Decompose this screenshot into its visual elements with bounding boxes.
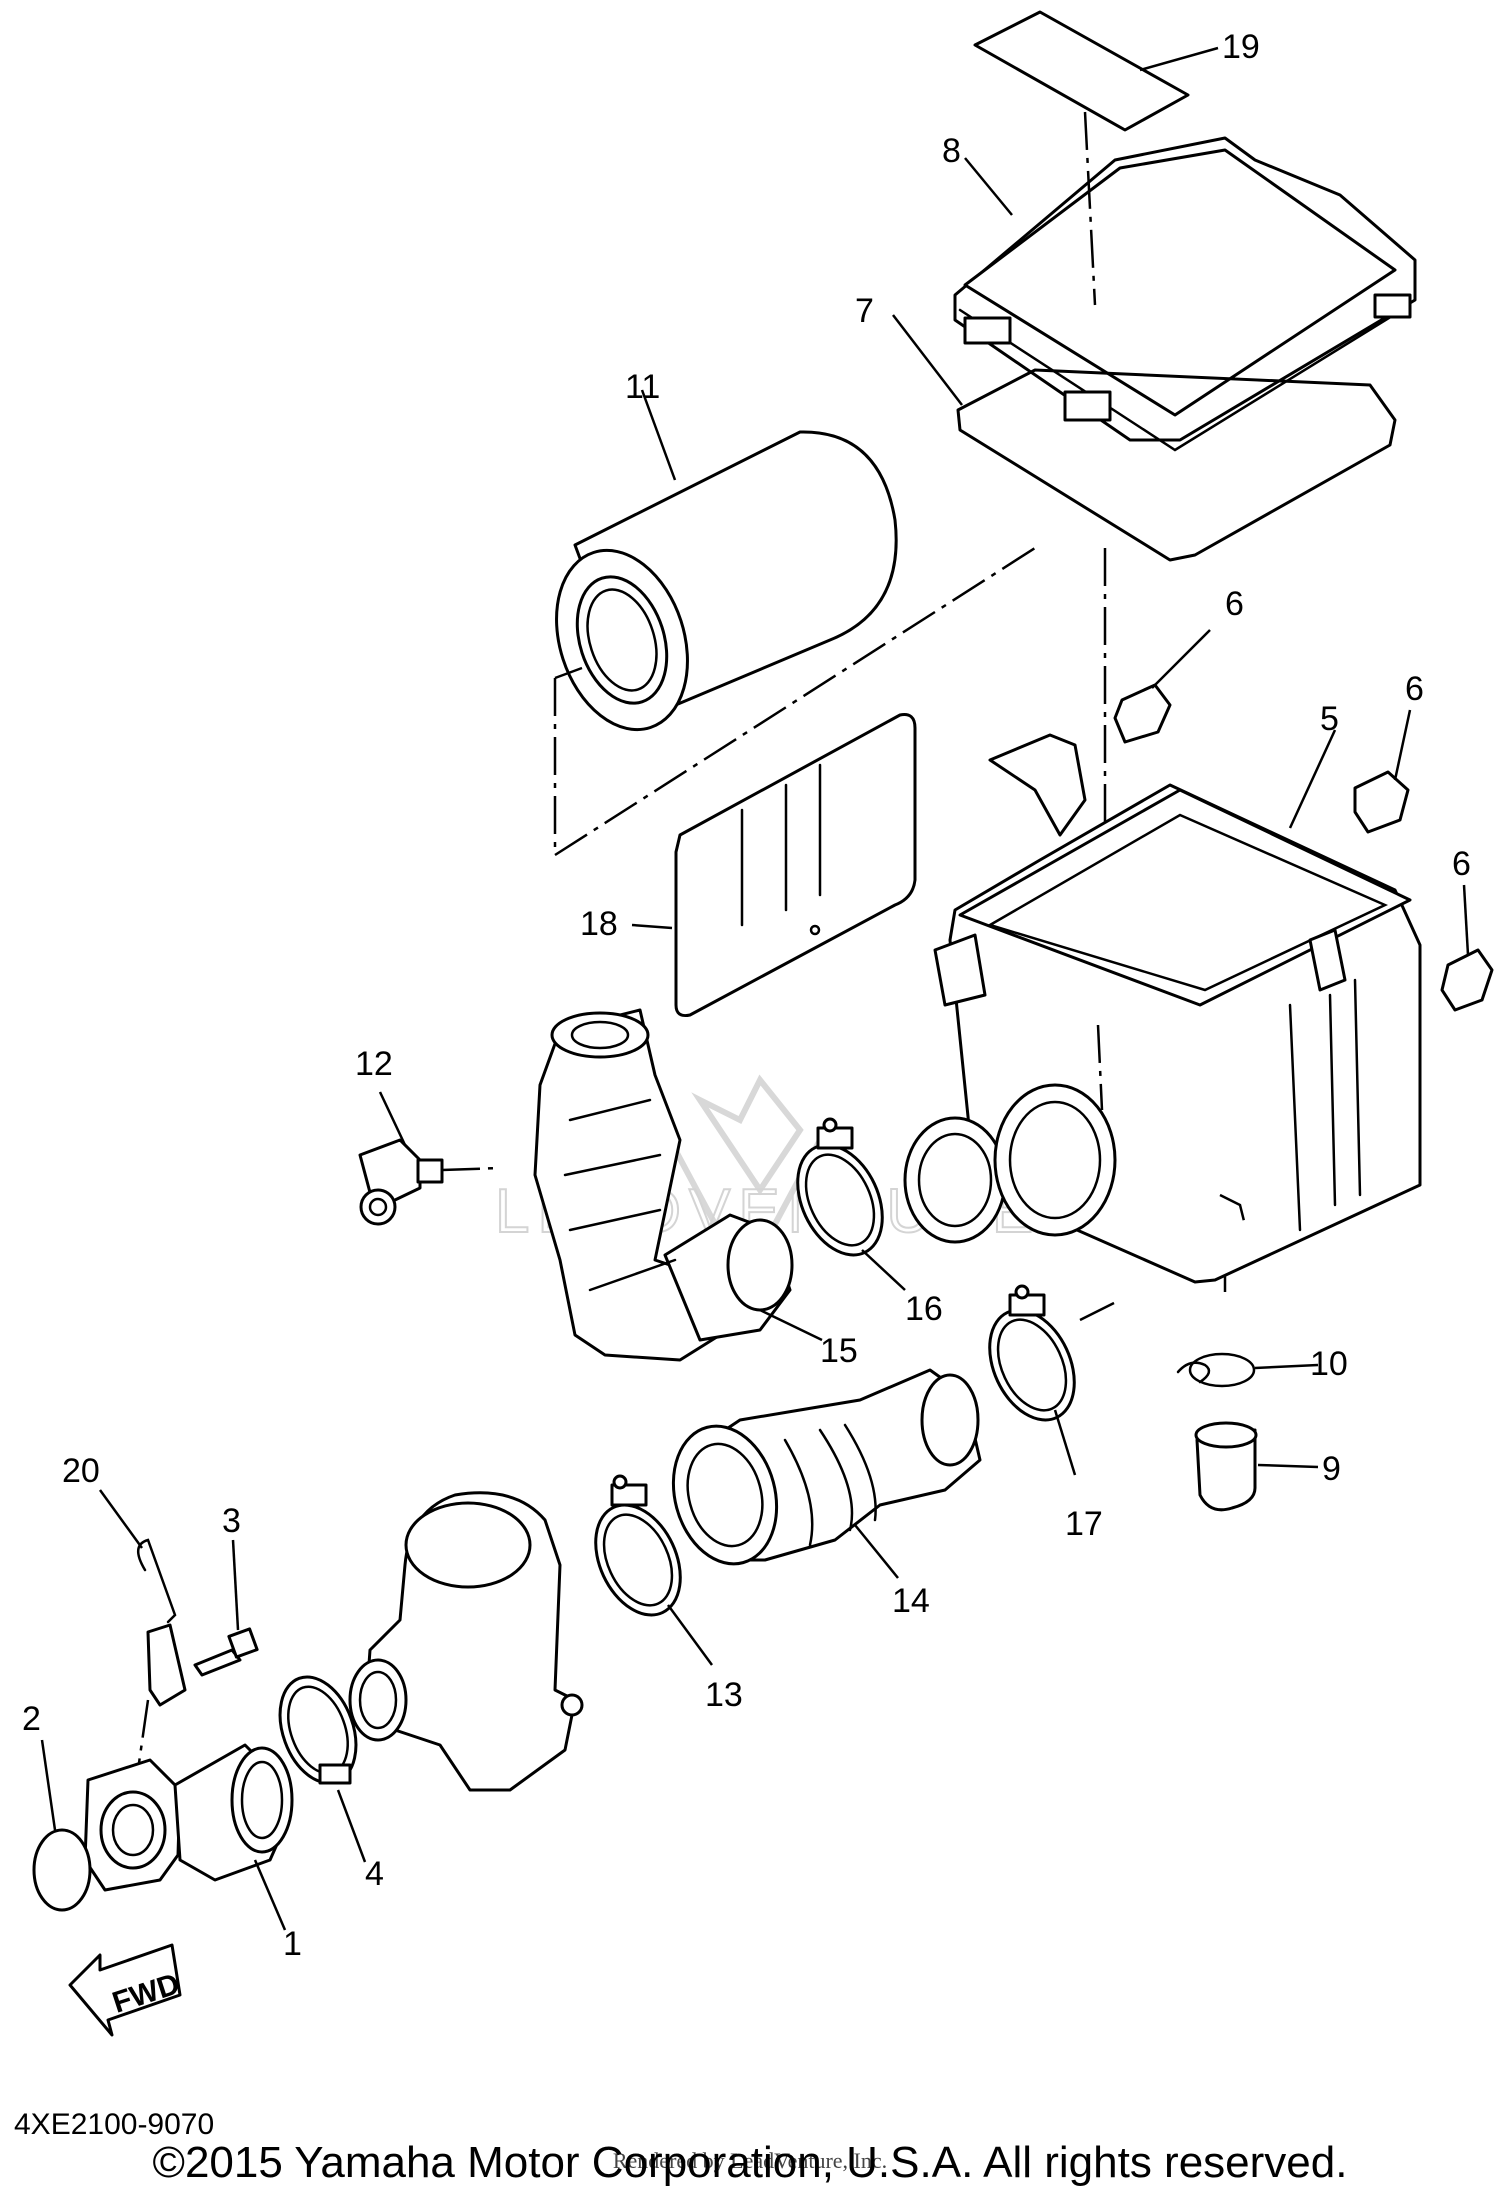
part-15-joint [533,1008,823,1362]
callout-12: 12 [355,1045,393,1083]
callout-15: 15 [820,1332,858,1370]
part-5-air-filter-case [903,729,1422,1284]
diagram-code: 4XE2100-9070 [14,2108,215,2141]
copyright-notice: ©2015 Yamaha Motor Corporation, U.S.A. A… [152,2138,1348,2187]
part-7-gasket [892,314,1397,562]
forward-direction-arrow: FWD [68,1943,184,2037]
callout-1: 1 [283,1925,302,1963]
part-6-clip-b [1353,709,1412,834]
callout-6b: 6 [1405,670,1424,708]
rendered-by-note: Rendered by LeadVenture, Inc. [612,2148,888,2173]
part-11-air-filter-element [555,389,898,732]
callout-2: 2 [22,1700,41,1738]
part-6-clip-a [1113,629,1211,744]
callout-17: 17 [1065,1505,1103,1543]
callout-14: 14 [892,1582,930,1620]
part-16-clamp [796,1117,906,1291]
part-10-clip [1176,1352,1319,1388]
callout-numbers: 1 2 3 4 5 6 6 6 7 8 9 10 11 12 13 14 15 … [22,28,1471,1963]
part-18-plate [631,713,917,1017]
carburetor [348,1491,584,1792]
callout-6a: 6 [1225,585,1244,623]
part-8-cap-case [953,111,1417,452]
callout-20: 20 [62,1452,100,1490]
part-17-clamp [988,1284,1077,1476]
callout-11: 11 [625,368,660,406]
callout-3: 3 [222,1502,241,1540]
part-20-clip [98,1489,187,1771]
part-2-o-ring [32,1739,92,1912]
callout-6c: 6 [1452,845,1471,883]
part-3-screw [193,1539,259,1677]
part-12-joint [358,1091,501,1226]
callout-4: 4 [365,1855,384,1893]
part-4-clamp [278,1675,367,1863]
part-14-joint [671,1368,982,1579]
callout-10: 10 [1310,1345,1348,1383]
callout-19: 19 [1222,28,1260,66]
callout-8: 8 [942,132,961,170]
part-6-clip-c [1440,884,1494,1012]
callout-5: 5 [1320,700,1339,738]
callout-13: 13 [705,1676,743,1714]
part-9-cap [1194,1421,1319,1512]
callout-16: 16 [905,1290,943,1328]
callout-7: 7 [855,292,874,330]
part-13-clamp [594,1474,714,1666]
callout-9: 9 [1322,1450,1341,1488]
part-19-label [973,10,1219,132]
callout-18: 18 [580,905,618,943]
part-1-joint-carburetor [83,1743,294,1931]
